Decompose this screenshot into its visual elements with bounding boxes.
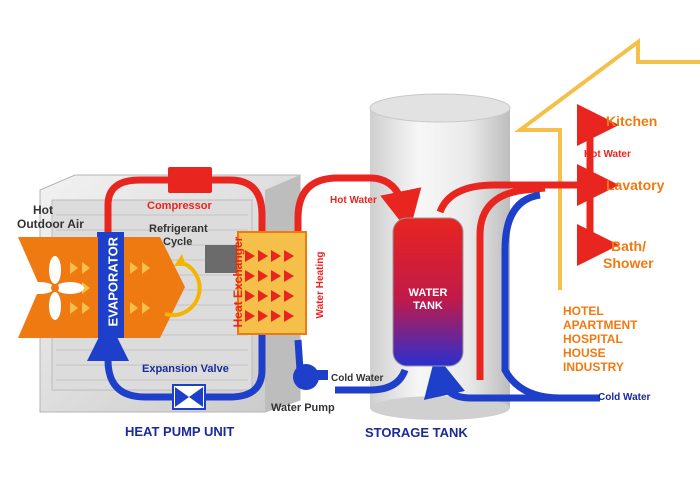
house-outline [513, 38, 700, 290]
building-type-apartment: APARTMENT [563, 318, 638, 332]
storage-tank-caption: STORAGE TANK [365, 425, 468, 440]
water-heating-label: Water Heating [315, 251, 326, 319]
building-type-hotel: HOTEL [563, 304, 604, 318]
water-loop [294, 174, 422, 394]
compressor [168, 167, 212, 193]
cold-water-inlet-label: Cold Water [598, 392, 651, 403]
expansion-valve-label: Expansion Valve [142, 363, 229, 375]
water-pump-icon [293, 364, 328, 390]
hot-outdoor-air-label-line1: Hot [33, 203, 53, 217]
water-tank-label-line1: WATER [408, 287, 448, 299]
building-type-hospital: HOSPITAL [563, 332, 623, 346]
bath-shower-label-line2: Shower [603, 255, 654, 271]
kitchen-label: Kitchen [606, 113, 658, 129]
water-tank-label-line2: TANK [413, 300, 443, 312]
lavatory-label: Lavatory [606, 177, 665, 193]
hot-outdoor-air-label-line2: Outdoor Air [17, 217, 84, 231]
building-type-house: HOUSE [563, 346, 606, 360]
heat-exchanger [237, 231, 307, 335]
evaporator-coil [97, 232, 124, 338]
cold-water-pump-label: Cold Water [331, 373, 384, 384]
building-type-industry: INDUSTRY [563, 360, 624, 374]
fan-icon [26, 256, 84, 320]
refrigerant-cycle-label-line1: Refrigerant [149, 223, 208, 235]
compressor-label: Compressor [147, 200, 212, 212]
hot-water-branch-label: Hot Water [584, 149, 631, 160]
refrigerant-cycle-label-line2: Cycle [163, 236, 193, 248]
water-tank [392, 217, 464, 367]
refrigerant-loop [87, 176, 283, 401]
expansion-valve [172, 384, 206, 410]
heat-exchanger-label: Heat Exchanger [231, 236, 245, 328]
hot-water-top-label: Hot Water [330, 195, 377, 206]
cold-water-inlet [423, 191, 600, 402]
hot-water-distribution [436, 104, 619, 380]
refrigerant-cycle-icon [164, 254, 202, 318]
water-pump-label: Water Pump [271, 402, 335, 414]
evaporator-label: EVAPORATOR [105, 236, 121, 327]
heat-pump-unit-caption: HEAT PUMP UNIT [125, 424, 235, 439]
bath-shower-label-line1: Bath/ [611, 238, 646, 254]
